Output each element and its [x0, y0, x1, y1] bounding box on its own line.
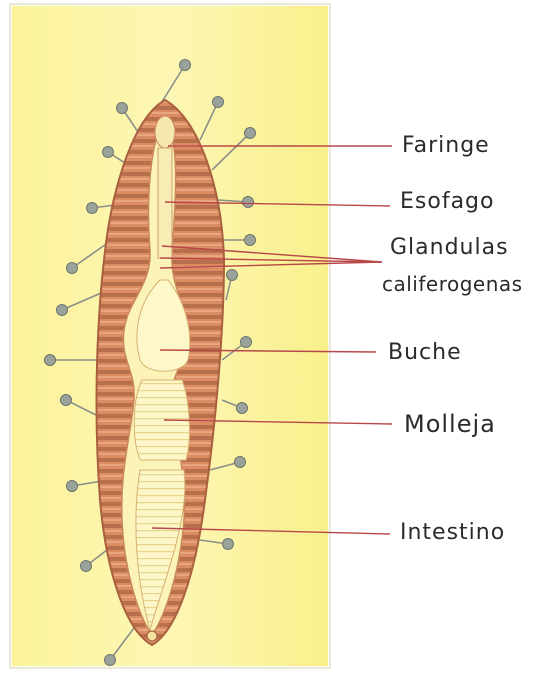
pin-head: [57, 305, 68, 316]
pharynx: [155, 116, 175, 148]
pin-head: [237, 403, 248, 414]
pin-head: [45, 355, 56, 366]
pin-head: [117, 103, 128, 114]
esophagus: [158, 148, 172, 258]
pin-head: [105, 655, 116, 666]
pin-head: [103, 147, 114, 158]
pin-head: [241, 337, 252, 348]
label-esofago: Esofago: [400, 191, 494, 213]
pin-head: [180, 60, 191, 71]
pin-head: [67, 481, 78, 492]
pin-head: [245, 128, 256, 139]
label-glandulas: Glandulas: [390, 237, 509, 259]
pin-head: [81, 561, 92, 572]
pin-head: [87, 203, 98, 214]
pin-head: [223, 539, 234, 550]
pin-head: [227, 270, 238, 281]
pin-head: [235, 457, 246, 468]
label-faringe: Faringe: [402, 135, 490, 157]
anus: [147, 631, 157, 641]
pin-head: [243, 197, 254, 208]
label-molleja: Molleja: [404, 412, 496, 436]
pin-head: [245, 235, 256, 246]
pin-head: [213, 97, 224, 108]
pin-head: [61, 395, 72, 406]
label-intestino: Intestino: [400, 522, 505, 544]
pin-head: [67, 263, 78, 274]
label-califerogenas: califerogenas: [382, 274, 523, 294]
label-buche: Buche: [388, 342, 462, 364]
